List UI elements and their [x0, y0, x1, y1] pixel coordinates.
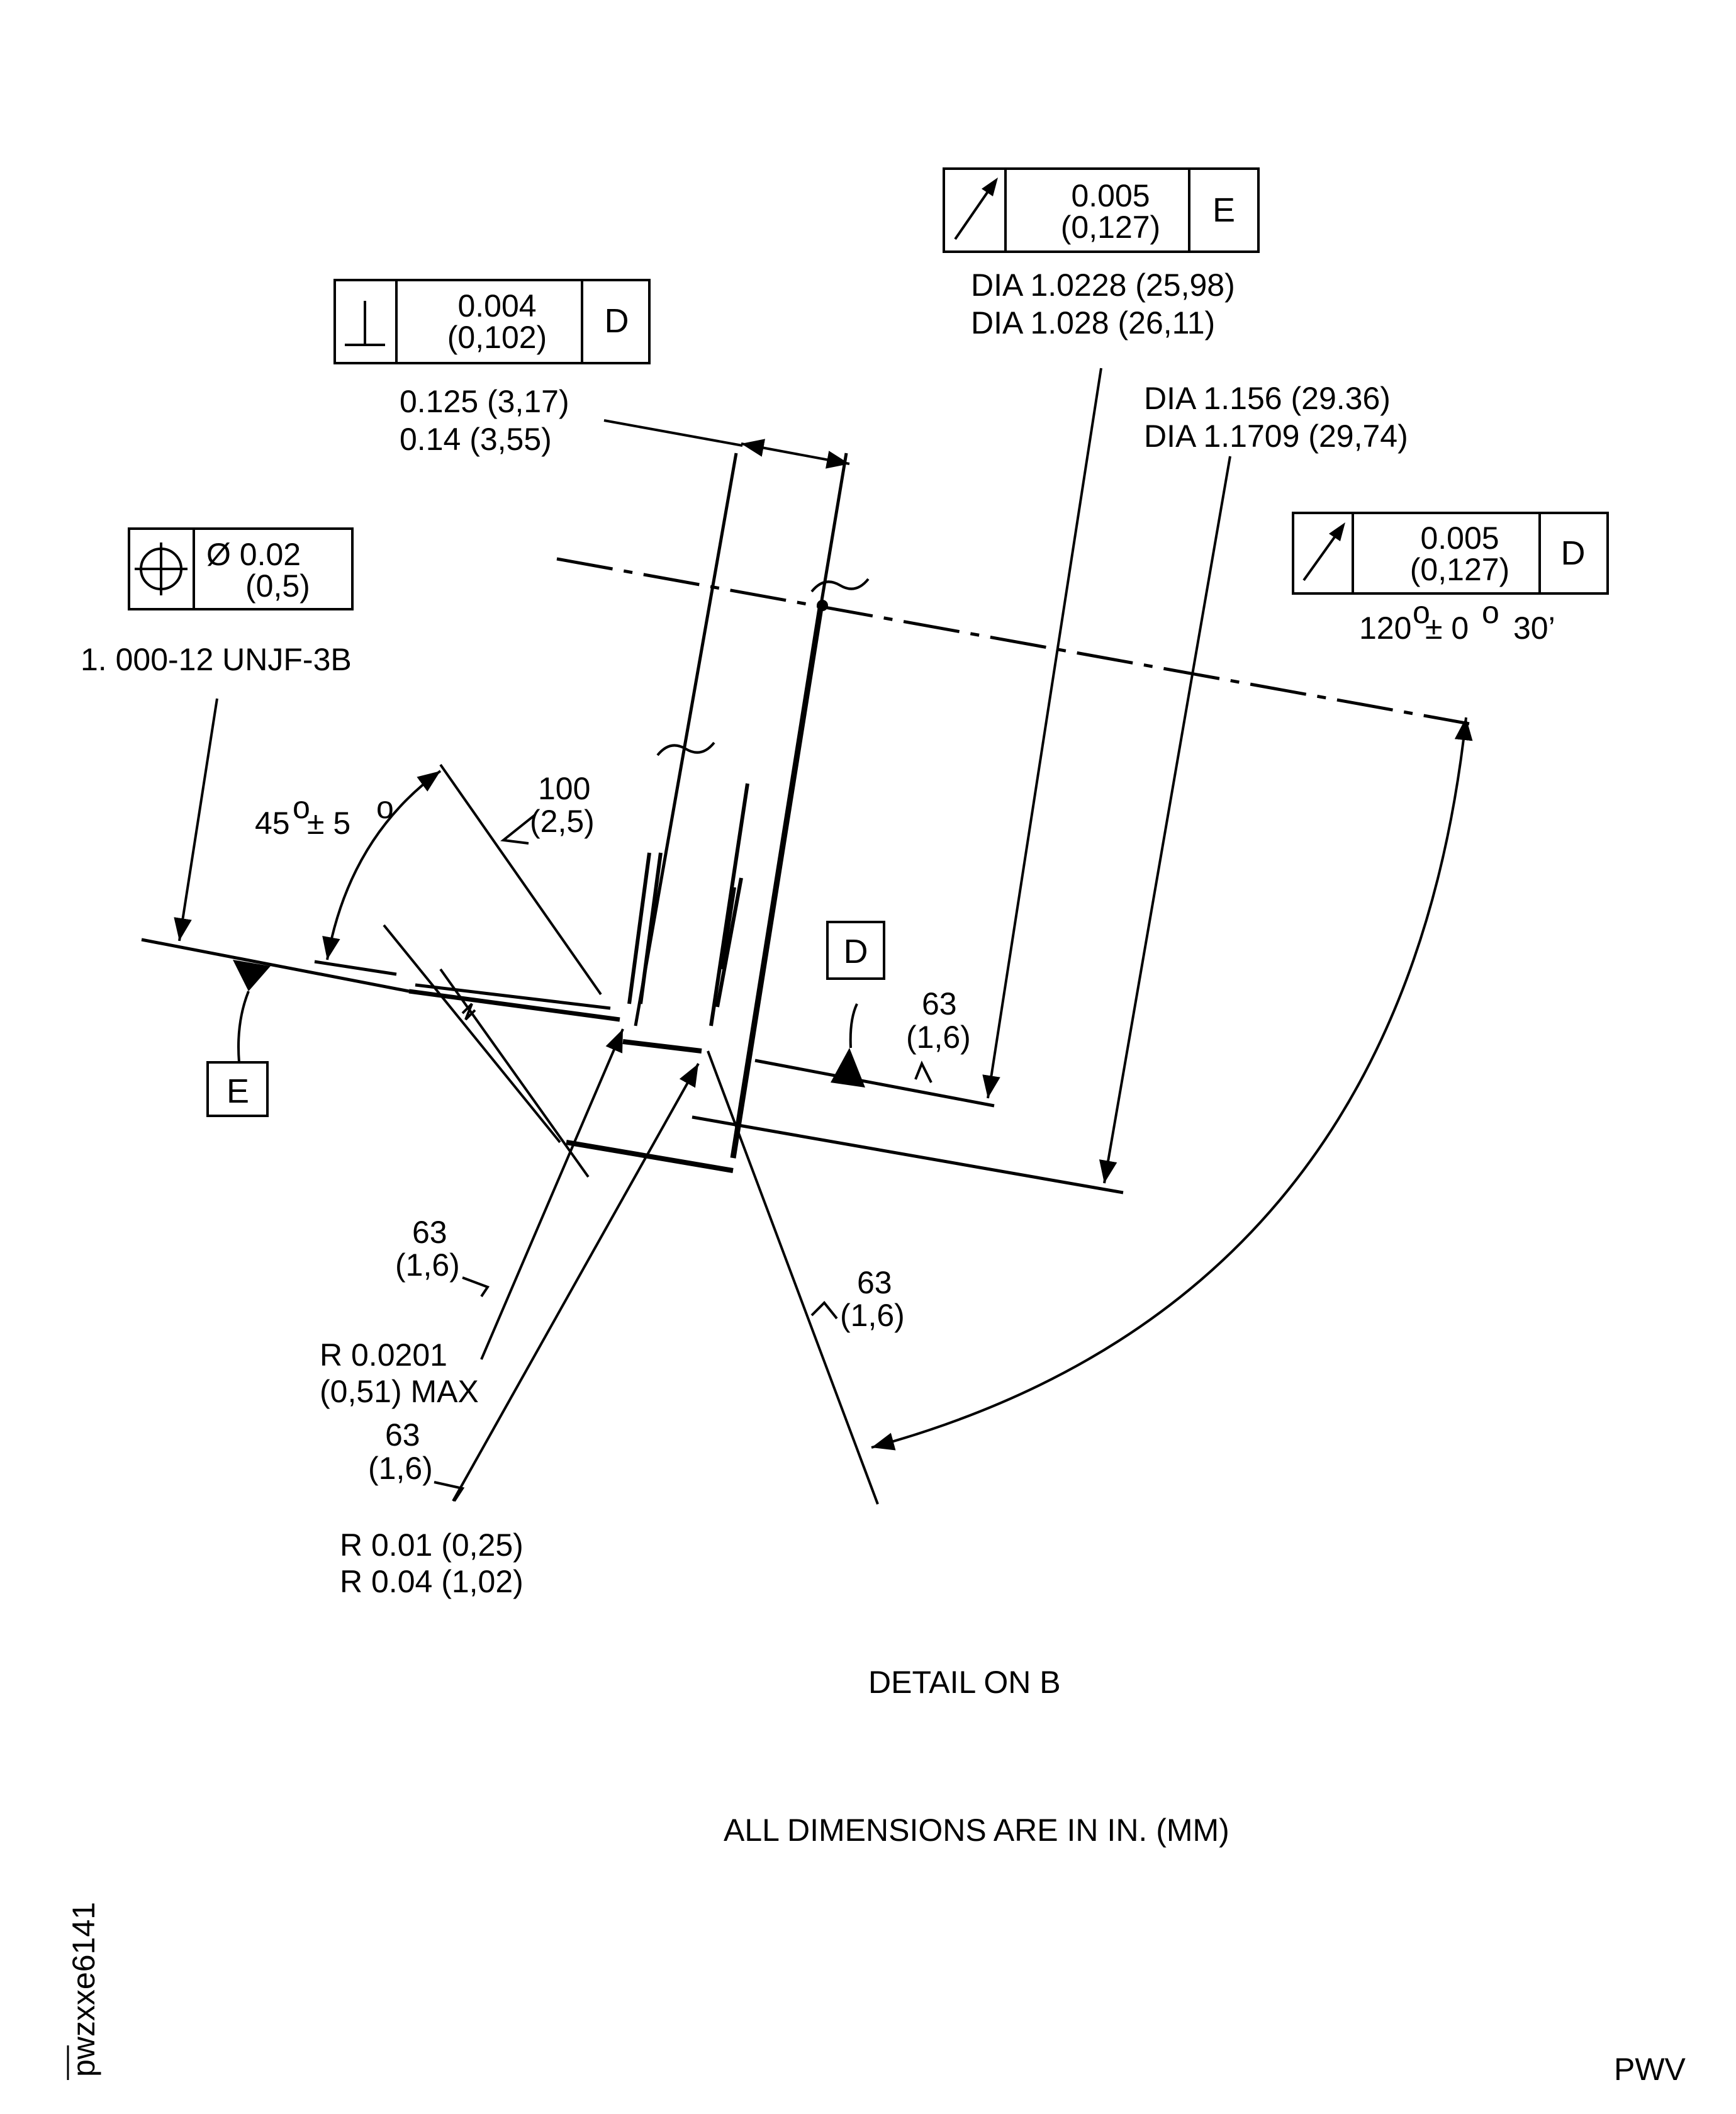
fcf-perp-value-mm: (0,102): [447, 320, 547, 355]
angle-120-label: 120 o ± 0 o 30’: [1359, 595, 1555, 646]
fcf-perpendicularity: 0.004 (0,102) D: [333, 279, 651, 364]
runout-arrow-icon: [1302, 522, 1345, 582]
finish-63-lower: 63: [385, 1417, 420, 1453]
finish-100: 100: [538, 771, 590, 806]
fcf-position: Ø 0.02 (0,5): [128, 527, 354, 610]
radius-label-1b: (0,51) MAX: [320, 1374, 479, 1409]
width-label-2: 0.14 (3,55): [400, 422, 552, 457]
detail-caption: DETAIL ON B: [868, 1665, 1061, 1700]
fcf-perp-value: 0.004: [457, 288, 536, 323]
degree-mark: o: [376, 790, 394, 825]
angle-45-tol: ± 5: [307, 806, 350, 841]
radius-label-2: R 0.01 (0,25): [340, 1527, 524, 1563]
finish-100-mm: (2,5): [530, 804, 595, 839]
fcf-runout-e: 0.005 (0,127) E: [943, 167, 1260, 253]
thread-label: 1. 000-12 UNJF-3B: [81, 642, 352, 677]
finish-63-d: 63: [922, 986, 957, 1021]
dia-label-1: DIA 1.0228 (25,98): [971, 267, 1235, 303]
fcf-runout-e-value-mm: (0,127): [1061, 210, 1160, 245]
degree-mark: o: [1413, 595, 1430, 630]
angle-45-value: 45: [255, 806, 290, 841]
angle-120-value: 120: [1359, 610, 1411, 646]
degree-mark: o: [293, 790, 310, 825]
runout-arrow-icon: [954, 177, 998, 240]
dia-label-3: DIA 1.156 (29.36): [1144, 381, 1391, 416]
dia-label-2: DIA 1.028 (26,11): [971, 305, 1215, 340]
finish-63-left-mm: (1,6): [395, 1247, 460, 1283]
fcf-runout-d-value: 0.005: [1420, 520, 1499, 556]
datum-e-label: E: [227, 1072, 249, 1110]
datum-d-symbol: D: [826, 921, 885, 1088]
drawing-reference: pwzxxe6141: [66, 1902, 101, 2077]
angle-120-minutes: 30’: [1513, 610, 1555, 646]
fcf-runout-d-value-mm: (0,127): [1410, 552, 1509, 587]
width-label-1: 0.125 (3,17): [400, 384, 569, 419]
angle-45-label: 45 o ± 5 o: [255, 790, 394, 841]
perpendicularity-icon: [345, 301, 385, 346]
fcf-runout-e-datum: E: [1212, 191, 1235, 229]
corner-code: PWV: [1614, 2052, 1686, 2087]
center-point: [817, 600, 828, 611]
centerline: [556, 557, 1470, 726]
position-icon: [135, 543, 188, 595]
fcf-runout-d: 0.005 (0,127) D: [1292, 512, 1609, 595]
finish-63-right: 63: [857, 1265, 892, 1300]
finish-63-right-mm: (1,6): [840, 1298, 905, 1333]
datum-e-symbol: E: [206, 960, 271, 1117]
fcf-runout-e-value: 0.005: [1071, 178, 1150, 213]
finish-63-left: 63: [412, 1215, 447, 1250]
fcf-runout-d-datum: D: [1561, 534, 1586, 572]
fcf-position-value: Ø 0.02: [206, 537, 301, 572]
dimension-lines: [174, 368, 1473, 1505]
units-note: ALL DIMENSIONS ARE IN IN. (MM): [724, 1813, 1229, 1848]
dia-label-4: DIA 1.1709 (29,74): [1144, 419, 1408, 454]
degree-mark: o: [1482, 595, 1499, 630]
finish-63-lower-mm: (1,6): [368, 1451, 433, 1486]
angle-120-tol: ± 0: [1425, 610, 1469, 646]
radius-label-3: R 0.04 (1,02): [340, 1564, 524, 1599]
fcf-position-value-mm: (0,5): [245, 568, 310, 604]
fcf-perp-datum: D: [605, 302, 629, 340]
radius-label-1: R 0.0201: [320, 1337, 447, 1373]
part-outline: [141, 453, 1124, 1195]
datum-d-label: D: [844, 933, 868, 970]
finish-63-d-mm: (1,6): [906, 1020, 971, 1055]
